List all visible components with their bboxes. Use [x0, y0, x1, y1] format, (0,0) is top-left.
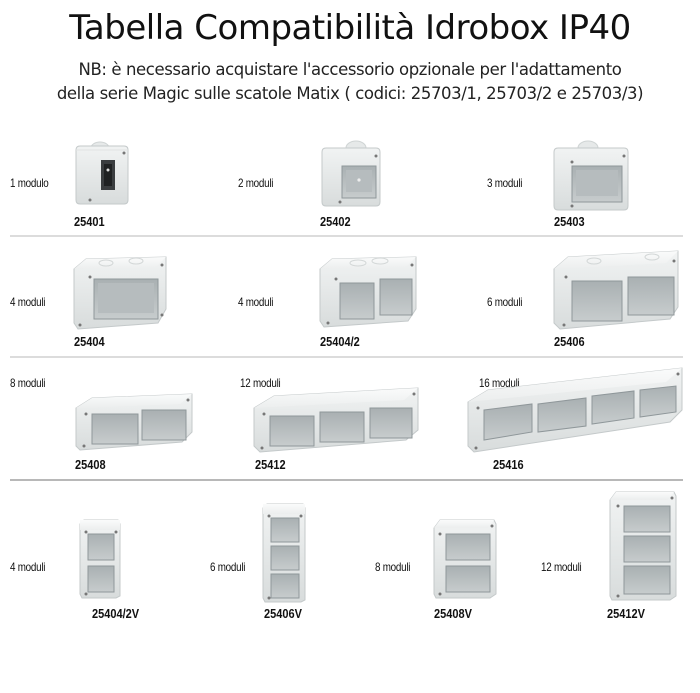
product-code: 25408: [75, 458, 106, 472]
modules-label: 12 moduli: [240, 376, 281, 390]
product-code: 25408V: [434, 607, 472, 621]
row-divider: [10, 479, 683, 481]
box-4-modules-vertical-icon: [78, 518, 122, 600]
row-divider: [10, 356, 683, 358]
box-4-modules-2-openings-icon: [318, 253, 420, 331]
box-1-module-icon: [72, 140, 132, 208]
modules-label: 6 moduli: [210, 560, 246, 574]
modules-label: 1 modulo: [10, 176, 49, 190]
product-code: 25403: [554, 215, 585, 229]
modules-label: 16 moduli: [479, 376, 520, 390]
row-divider: [10, 235, 683, 237]
product-code: 25402: [320, 215, 351, 229]
modules-label: 8 moduli: [375, 560, 411, 574]
modules-label: 4 moduli: [10, 560, 46, 574]
box-4-modules-icon: [72, 253, 170, 333]
box-6-modules-icon: [552, 247, 682, 333]
product-code: 25412: [255, 458, 286, 472]
note-line-2: della serie Magic sulle scatole Matix ( …: [56, 84, 644, 103]
box-12-modules-icon: [252, 386, 422, 454]
product-code: 25404/2V: [92, 607, 140, 621]
box-8-modules-vertical-icon: [432, 518, 498, 600]
product-code: 25404/2: [320, 335, 360, 349]
modules-label: 6 moduli: [487, 295, 523, 309]
product-code: 25406: [554, 335, 585, 349]
box-2-modules-icon: [318, 138, 384, 210]
product-code: 25404: [74, 335, 105, 349]
page-title: Tabella Compatibilità Idrobox IP40: [69, 8, 631, 48]
product-code: 25406V: [264, 607, 302, 621]
modules-label: 12 moduli: [541, 560, 582, 574]
box-12-modules-vertical-icon: [608, 490, 678, 602]
modules-label: 4 moduli: [238, 295, 274, 309]
product-code: 25416: [493, 458, 524, 472]
product-code: 25401: [74, 215, 105, 229]
box-8-modules-icon: [74, 392, 196, 452]
modules-label: 2 moduli: [238, 176, 274, 190]
box-6-modules-vertical-icon: [261, 502, 307, 604]
product-code: 25412V: [607, 607, 645, 621]
modules-label: 8 moduli: [10, 376, 46, 390]
box-16-modules-icon: [466, 366, 684, 456]
box-3-modules-icon: [552, 136, 632, 212]
note-line-1: NB: è necessario acquistare l'accessorio…: [78, 60, 622, 79]
modules-label: 3 moduli: [487, 176, 523, 190]
modules-label: 4 moduli: [10, 295, 46, 309]
